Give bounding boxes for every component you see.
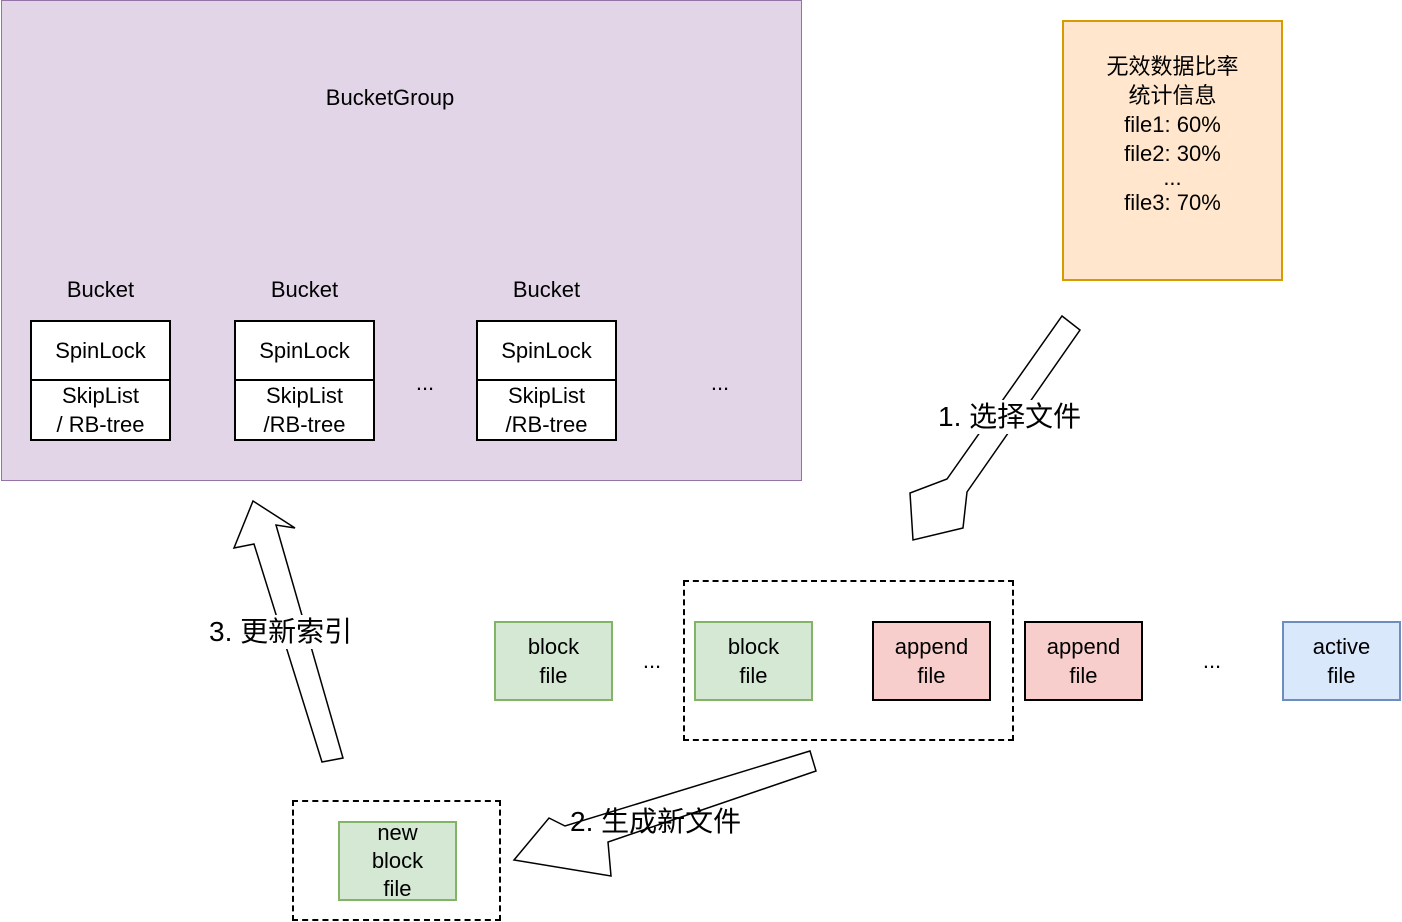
spinlock-cell: SpinLock <box>32 322 169 381</box>
arrow-generate-file <box>512 750 817 877</box>
new-file-group <box>292 800 501 921</box>
stats-line: 统计信息 <box>1128 83 1217 108</box>
stats-line: file3: 70% <box>1124 190 1221 215</box>
stats-line: file1: 60% <box>1124 112 1221 137</box>
spinlock-cell: SpinLock <box>236 322 373 381</box>
files-ellipsis: ... <box>1202 648 1222 673</box>
step-3-label: 3. 更新索引 <box>209 615 353 649</box>
block-file: block file <box>694 621 813 701</box>
bucket-label: Bucket <box>270 277 339 302</box>
bucket-box: SpinLock SkipList / RB-tree <box>30 320 171 441</box>
stats-line: ... <box>1163 165 1182 190</box>
bucket-label: Bucket <box>512 277 581 302</box>
append-file: append file <box>1024 621 1143 701</box>
step-2-label: 2. 生成新文件 <box>570 806 742 837</box>
new-block-file: new block file <box>338 820 457 901</box>
bucket-box: SpinLock SkipList /RB-tree <box>476 320 617 441</box>
index-structure-cell: SkipList /RB-tree <box>505 383 588 437</box>
index-structure-cell: SkipList / RB-tree <box>56 383 145 437</box>
bucket-box: SpinLock SkipList /RB-tree <box>234 320 375 441</box>
spinlock-cell: SpinLock <box>478 322 615 381</box>
stats-line: 无效数据比率 <box>1106 54 1239 79</box>
active-file: active file <box>1282 621 1401 701</box>
bucket-group-title: BucketGroup <box>325 85 455 110</box>
index-structure-cell: SkipList /RB-tree <box>263 383 346 437</box>
step-1-label: 1. 选择文件 <box>938 400 1082 434</box>
files-ellipsis: ... <box>642 648 662 673</box>
append-file: append file <box>872 621 991 701</box>
selected-files-group <box>683 580 1014 741</box>
stats-line: file2: 30% <box>1124 141 1221 166</box>
bucket-ellipsis: ... <box>415 370 435 395</box>
bucket-ellipsis: ... <box>710 370 730 395</box>
block-file: block file <box>494 621 613 701</box>
bucket-label: Bucket <box>66 277 135 302</box>
invalid-ratio-stats-box: 无效数据比率 统计信息 file1: 60% file2: 30% ... fi… <box>1062 20 1283 281</box>
